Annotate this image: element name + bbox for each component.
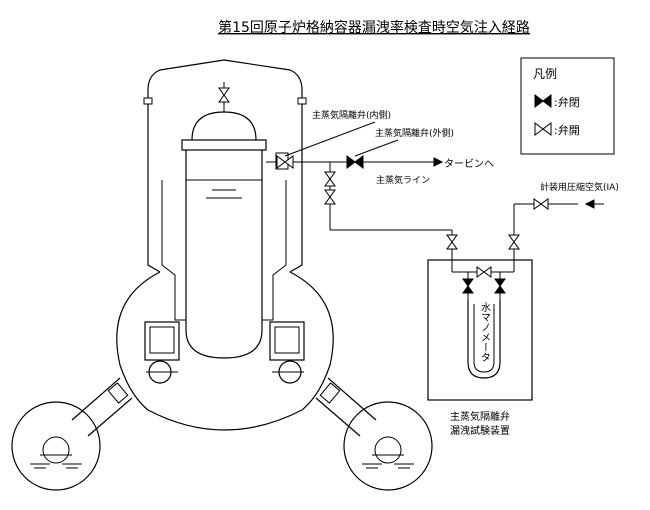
test-device-label-line1: 主蒸気隔離弁 xyxy=(450,410,510,423)
head-vent-valve-icon xyxy=(218,87,230,103)
msiv-inner-valve-icon xyxy=(276,155,294,169)
suppression-chamber-right xyxy=(343,401,433,491)
vent-pipe-right xyxy=(315,377,377,437)
manometer-label: 水マノメータ xyxy=(479,302,491,362)
legend: 凡例 :弁閉 :弁開 xyxy=(520,57,615,155)
branch-valve-lower-icon xyxy=(324,189,336,205)
ia-inlet-valve-icon xyxy=(508,234,520,250)
msiv-inner-label: 主蒸気隔離弁(内側) xyxy=(312,109,391,121)
manometer-bypass-valve-icon xyxy=(476,266,492,278)
instrument-air-label: 計装用圧縮空気(IA) xyxy=(540,181,619,193)
legend-open-label: :弁開 xyxy=(554,123,580,137)
manometer-right-valve-icon xyxy=(494,278,506,294)
instrument-air-line xyxy=(513,199,604,272)
branch-valve-upper-icon xyxy=(324,171,336,187)
legend-open-valve-icon xyxy=(534,122,552,136)
recirc-pump-left xyxy=(144,321,180,384)
to-turbine-label: タービンへ xyxy=(444,158,494,170)
vent-pipe-left xyxy=(71,377,133,437)
legend-heading: 凡例 xyxy=(533,67,557,81)
suppression-chamber-left xyxy=(11,401,101,491)
legend-closed-valve-icon xyxy=(534,94,552,108)
reactor-pressure-vessel xyxy=(161,111,287,359)
main-steam-line-label: 主蒸気ライン xyxy=(376,174,430,186)
msiv-outer-valve-icon xyxy=(346,155,364,169)
device-inlet-valve-icon xyxy=(446,234,458,250)
containment-vessel xyxy=(116,59,334,431)
test-device-label-line2: 漏洩試験装置 xyxy=(450,424,510,437)
instrument-air-valve-icon xyxy=(533,198,549,210)
legend-closed-label: :弁閉 xyxy=(554,95,580,109)
manometer-left-valve-icon xyxy=(462,278,474,294)
msiv-outer-label: 主蒸気隔離弁(外側) xyxy=(375,127,454,139)
diagram-title: 第15回原子炉格納容器漏洩率検査時空気注入経路 xyxy=(218,19,530,36)
recirc-pump-right xyxy=(269,321,305,384)
